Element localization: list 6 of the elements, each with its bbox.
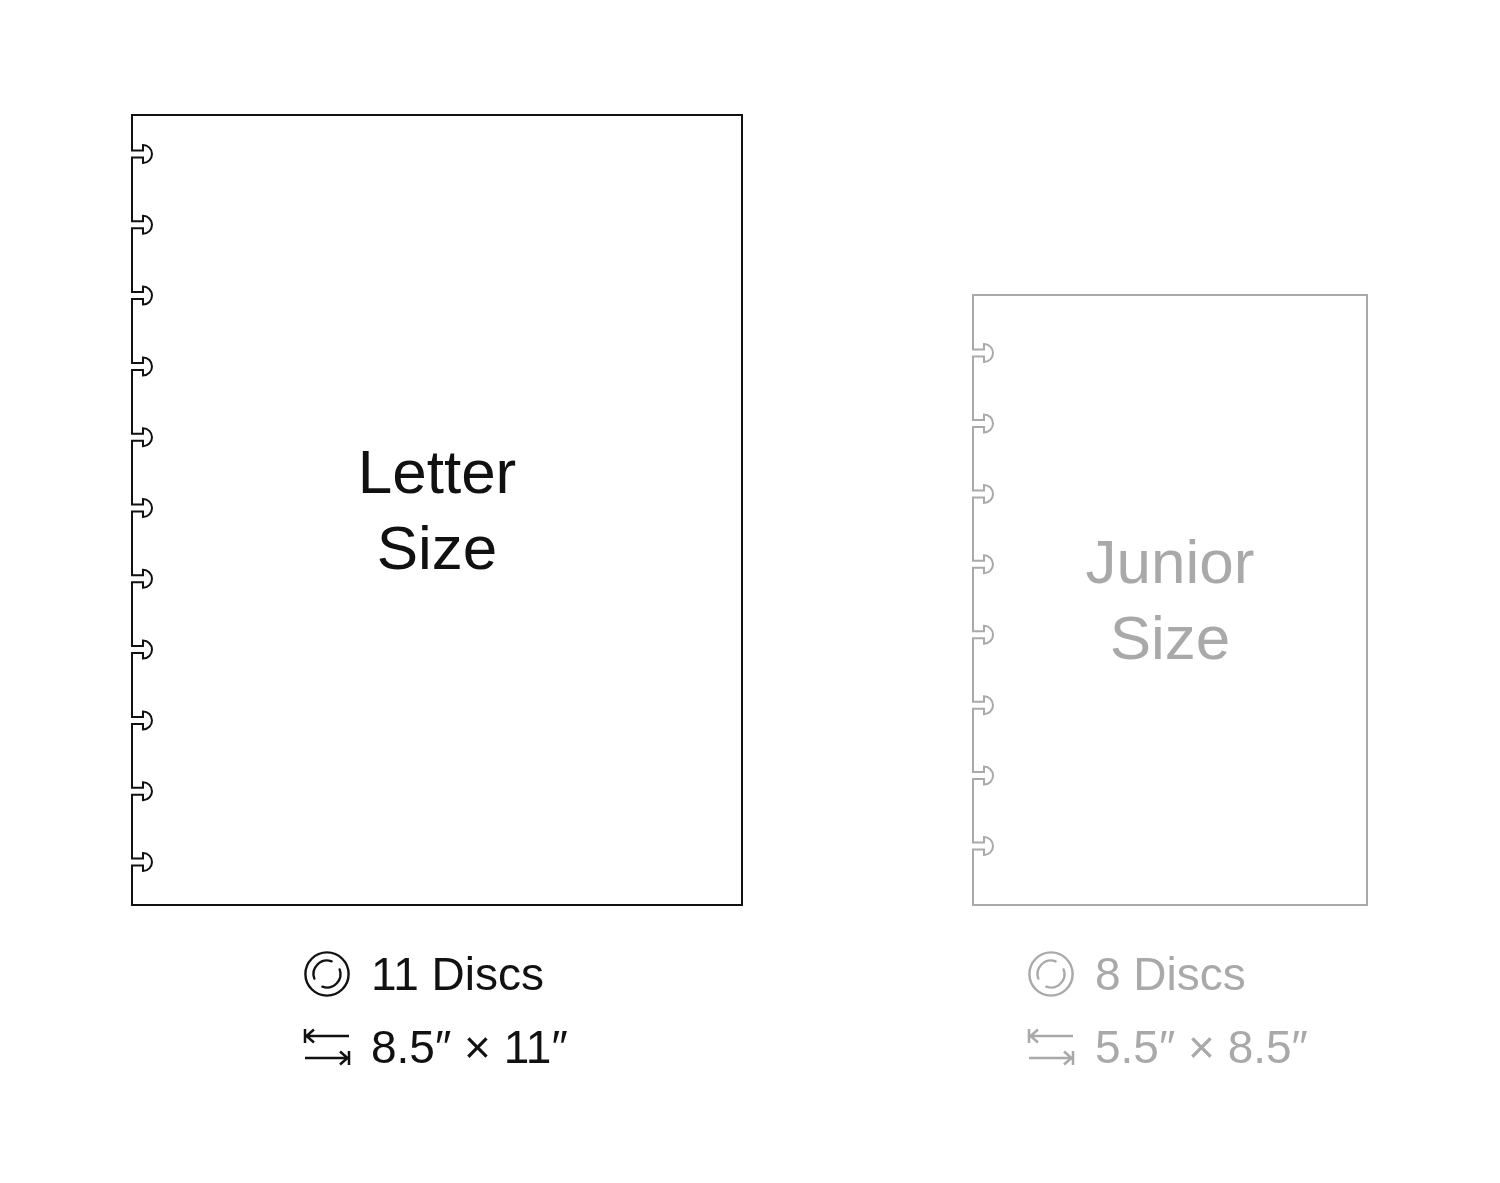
page-size-label: Junior Size [1085,526,1255,674]
disc-count: 8 Discs [1095,950,1246,998]
disc-count: 11 Discs [371,950,544,998]
page-dimensions: 8.5″ × 11″ [371,1023,568,1071]
page-size-label: Letter Size [357,436,517,584]
page-dimensions: 5.5″ × 8.5″ [1095,1023,1308,1071]
